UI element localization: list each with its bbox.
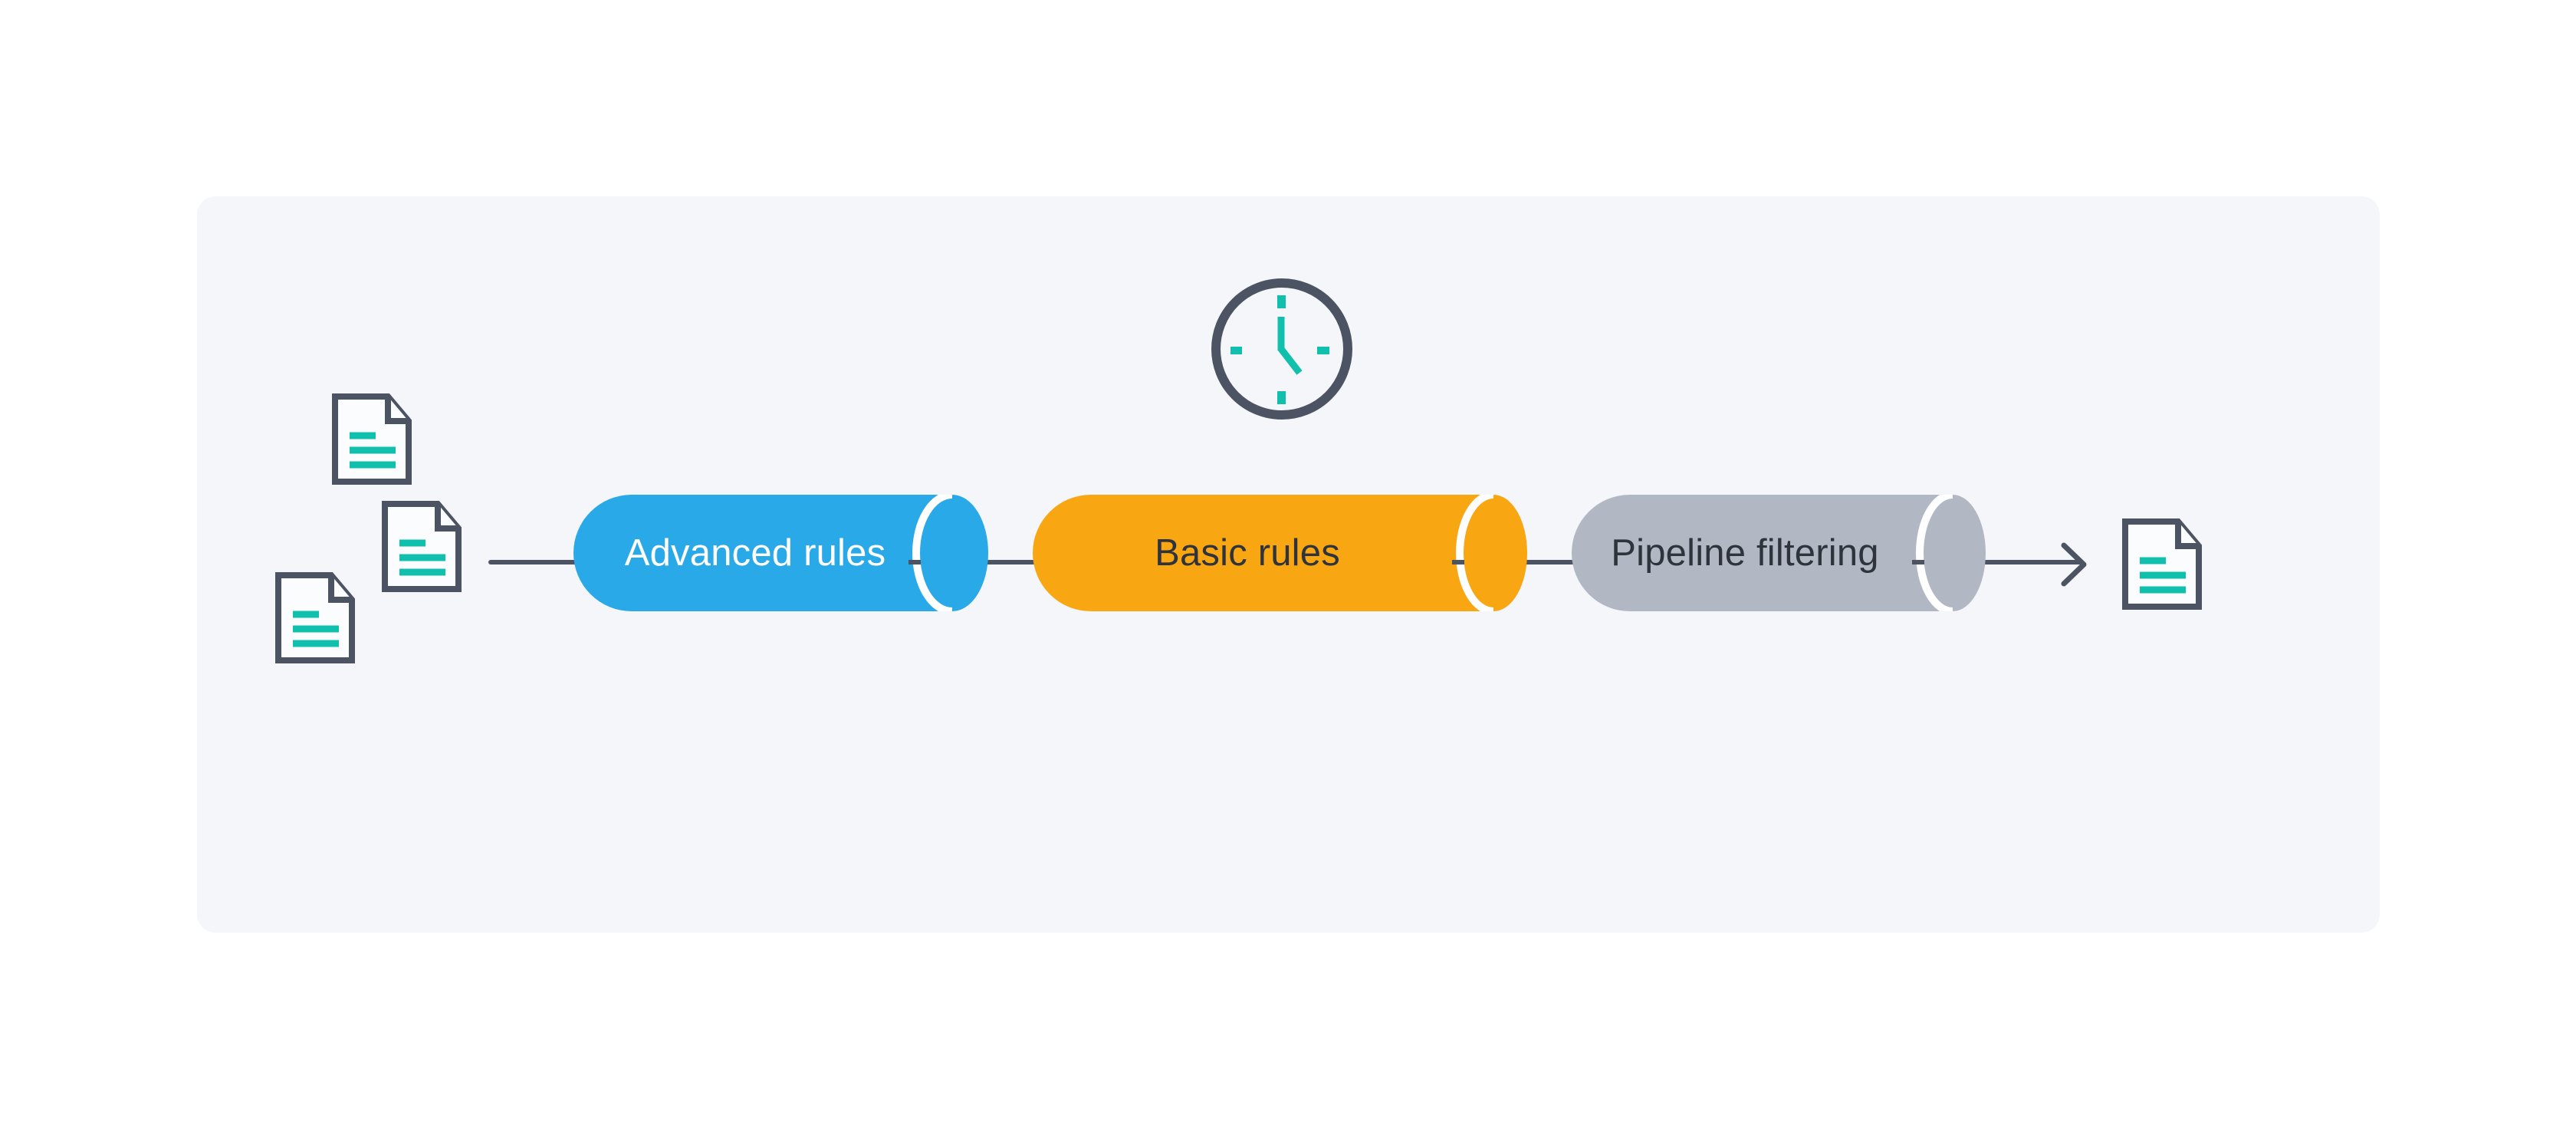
- document-icon: [275, 572, 355, 663]
- document-icon: [332, 393, 412, 485]
- arrow-right-icon: [2061, 542, 2087, 587]
- clock-tick-12: [1277, 295, 1286, 308]
- fold-corner: [328, 575, 352, 603]
- document-icon: [382, 501, 462, 592]
- fold-corner: [385, 397, 409, 424]
- clock-face: [1211, 278, 1352, 420]
- connector-through-gap: [1452, 560, 1464, 564]
- clock-tick-6: [1277, 391, 1286, 404]
- connector-through-gap: [1912, 560, 1924, 564]
- cylinder-cap-gap: [912, 495, 953, 611]
- stage-cylinder-basic-rules: [1033, 495, 1527, 611]
- cylinder-body: [1033, 495, 1527, 611]
- cylinder-cap-gap: [1456, 495, 1494, 611]
- document-icon: [2122, 518, 2202, 610]
- cylinder-body: [573, 495, 988, 611]
- clock-icon: [1211, 278, 1352, 420]
- connector-through-gap: [909, 560, 921, 564]
- fold-corner: [2175, 522, 2199, 549]
- cylinder-cap-gap: [1916, 495, 1953, 611]
- stage-cylinder-pipeline-filtering: [1572, 495, 1986, 611]
- clock-hands: [1277, 317, 1303, 375]
- clock-tick-9: [1230, 347, 1242, 354]
- stage-cylinder-advanced-rules: [573, 495, 988, 611]
- clock-tick-3: [1317, 347, 1329, 354]
- cylinder-body: [1572, 495, 1986, 611]
- fold-corner: [435, 504, 458, 532]
